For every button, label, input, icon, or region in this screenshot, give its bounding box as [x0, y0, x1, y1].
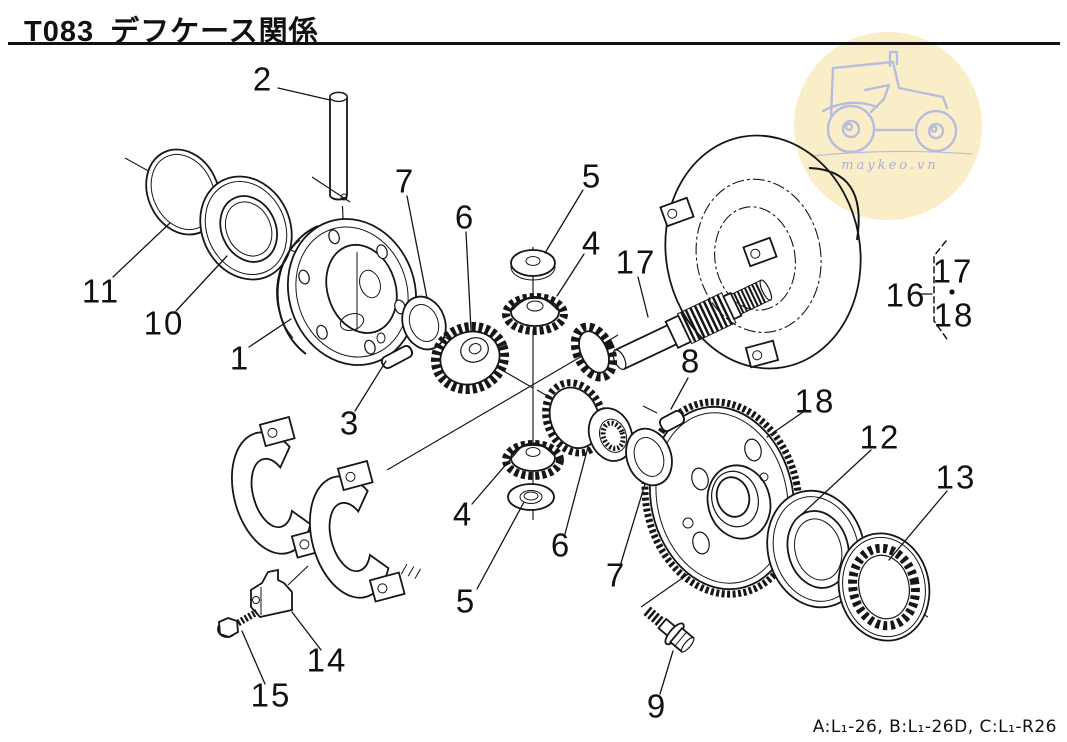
callout-7: 7 — [605, 556, 627, 594]
model-note: A:L₁-26, B:L₁-26D, C:L₁-R26 — [812, 717, 1057, 737]
callout-15: 15 — [250, 676, 292, 714]
callout-8: 8 — [680, 342, 702, 380]
carrier-lug — [659, 196, 695, 228]
diff-case — [276, 218, 418, 366]
watermark-text: maykeo.vn — [841, 158, 938, 173]
bearing-cap-right — [309, 459, 422, 603]
callout-3: 3 — [339, 404, 361, 442]
ring-gear-bolt — [643, 606, 695, 653]
callout-11: 11 — [81, 272, 121, 310]
carrier-lug — [744, 339, 780, 369]
spider-washer-lower — [507, 483, 555, 511]
callout-13: 13 — [935, 458, 977, 496]
callout-4: 4 — [581, 224, 603, 262]
thrust-washer-upper — [401, 295, 447, 351]
spider-gear-top — [502, 293, 568, 335]
dowel-pin — [658, 410, 686, 432]
callout-18: 18 — [933, 296, 975, 334]
callout-9: 9 — [646, 687, 668, 725]
leader-lines — [112, 87, 948, 695]
ring-gear — [641, 398, 803, 598]
pinion-shaft — [570, 279, 773, 382]
thrust-washer-lower — [625, 427, 673, 487]
page-title: T083 デフケース関係 — [24, 8, 319, 50]
section-title-jp: デフケース関係 — [110, 16, 319, 48]
callout-5: 5 — [455, 582, 477, 620]
group-bracket — [920, 240, 955, 340]
lock-pin — [311, 91, 351, 220]
watermark: maykeo.vn — [794, 32, 982, 220]
callout-7: 7 — [394, 162, 416, 200]
callout-10: 10 — [143, 304, 185, 342]
side-gear-lower — [542, 379, 634, 462]
callout-14: 14 — [306, 641, 348, 679]
spider-washer-top — [510, 249, 556, 281]
carrier-lug — [742, 236, 778, 268]
callout-4: 4 — [452, 495, 474, 533]
callout-16: 16 — [885, 276, 927, 314]
bracket-dot — [949, 289, 955, 295]
section-code: T083 — [24, 16, 95, 48]
case-pin — [380, 345, 414, 369]
case-bearing — [199, 175, 293, 281]
title-rule — [8, 42, 1060, 45]
callout-6: 6 — [454, 198, 476, 236]
callout-2: 2 — [252, 60, 274, 98]
pinion-gear — [570, 322, 618, 382]
lock-washer — [837, 532, 931, 642]
callout-17: 17 — [615, 243, 657, 281]
callout-18: 18 — [794, 382, 836, 420]
callout-1: 1 — [229, 339, 251, 377]
callout-17: 17 — [932, 252, 974, 290]
callout-12: 12 — [859, 418, 901, 456]
callout-5: 5 — [581, 157, 603, 195]
tractor-icon — [811, 50, 973, 157]
callout-6: 6 — [550, 526, 572, 564]
lock-plate-bolt — [217, 608, 259, 638]
bearing-cap-left — [231, 415, 328, 559]
watermark-circle — [794, 32, 982, 220]
side-gear-upper — [430, 322, 510, 394]
